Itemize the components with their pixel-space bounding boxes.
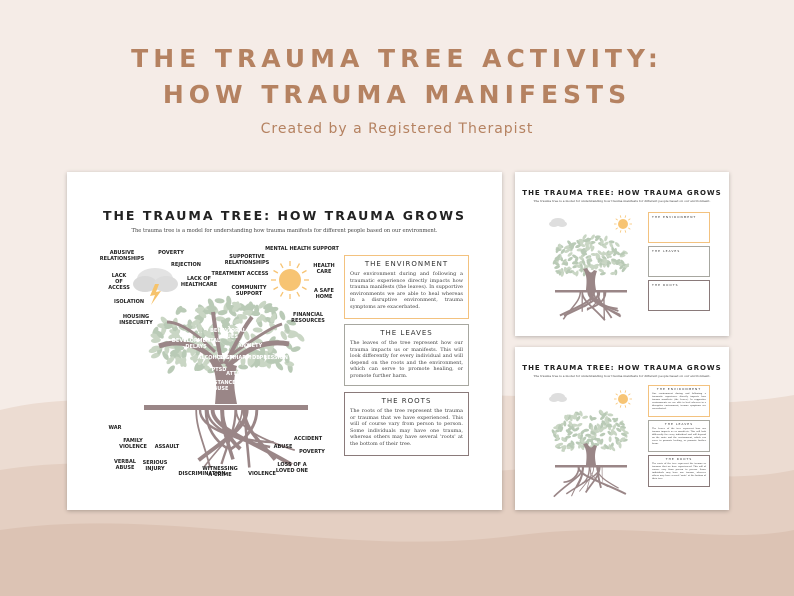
- thumbnail-2-roots-text: The roots of the tree represent the trau…: [652, 462, 706, 480]
- worksheet-subtitle: The trauma tree is a model for understan…: [131, 228, 438, 234]
- thumbnail-1-subtitle: The trauma tree is a model for understan…: [533, 199, 711, 203]
- root-label: POVERTY: [299, 449, 325, 455]
- thumbnail-1-roots-heading: THE ROOTS: [652, 283, 679, 287]
- leaf-label: SELF HARM: [218, 355, 252, 361]
- root-label: ACCIDENT: [293, 436, 323, 442]
- leaf-label: PTSD: [211, 367, 227, 373]
- leaves-section: THE LEAVES The leaves of the tree repres…: [344, 324, 469, 386]
- page-title-line-1: THE TRAUMA TREE ACTIVITY:: [131, 44, 663, 73]
- thumbnail-2-subtitle: The trauma tree is a model for understan…: [533, 374, 711, 378]
- roots-section: THE ROOTS The roots of the tree represen…: [344, 392, 469, 456]
- environment-label: POVERTY: [158, 250, 184, 256]
- environment-heading: THE ENVIRONMENT: [364, 260, 449, 268]
- page-title-line-2: HOW TRAUMA MANIFESTS: [162, 80, 632, 109]
- leaves-heading: THE LEAVES: [380, 329, 433, 337]
- roots-text: The roots of the tree represent the trau…: [350, 408, 463, 447]
- root-label: ABUSE: [273, 444, 293, 450]
- thumbnail-1-environment-heading: THE ENVIRONMENT: [652, 215, 697, 219]
- environment-section: THE ENVIRONMENT Our environment during a…: [344, 255, 469, 319]
- thumbnail-1-leaves-box: THE LEAVES: [648, 246, 710, 277]
- roots-heading: THE ROOTS: [381, 397, 432, 405]
- thumbnail-2-environment-box: THE ENVIRONMENT Our environment during a…: [648, 385, 710, 417]
- tree-icon: [144, 295, 308, 469]
- sun-icon: [271, 261, 309, 299]
- thumbnail-2-leaves-box: THE LEAVES The leaves of the tree repres…: [648, 420, 710, 452]
- thumbnail-2-roots-heading: THE ROOTS: [665, 457, 693, 461]
- worksheet-title: THE TRAUMA TREE: HOW TRAUMA GROWS: [102, 208, 467, 223]
- thumbnail-2-title: THE TRAUMA TREE: HOW TRAUMA GROWS: [522, 364, 722, 372]
- leaves-text: The leaves of the tree represent how our…: [350, 340, 463, 379]
- root-label: VIOLENCE: [248, 471, 276, 477]
- environment-label: REJECTION: [171, 262, 201, 268]
- main-worksheet: THE TRAUMA TREE: HOW TRAUMA GROWS The tr…: [67, 172, 502, 510]
- thumbnail-1-environment-box: THE ENVIRONMENT: [648, 212, 710, 243]
- leaf-label: ANXIETY: [237, 343, 263, 349]
- thumbnail-2-environment-text: Our environment during and following a t…: [652, 392, 706, 410]
- environment-label: ISOLATION: [113, 299, 145, 305]
- environment-text: Our environment during and following a t…: [350, 271, 463, 310]
- thumbnail-1-roots-box: THE ROOTS: [648, 280, 710, 311]
- thumbnail-2-tree-icon: [549, 390, 632, 498]
- root-label: WAR: [108, 425, 122, 431]
- root-label: DISCRIMINATION: [178, 471, 226, 477]
- thumbnail-1-tree-icon: [549, 215, 632, 321]
- thumbnail-1-leaves-heading: THE LEAVES: [652, 249, 681, 253]
- thumbnail-2-roots-box: THE ROOTS The roots of the tree represen…: [648, 455, 710, 487]
- page-subtitle: Created by a Registered Therapist: [260, 121, 534, 137]
- thumbnail-2-leaves-text: The leaves of the tree represent how our…: [652, 427, 706, 445]
- thumbnail-1-title: THE TRAUMA TREE: HOW TRAUMA GROWS: [522, 189, 722, 197]
- leaf-label: ALCOHOLISM: [197, 355, 235, 361]
- leaf-label: FLASHBACKS: [167, 375, 205, 381]
- thumbnail-blank-worksheet: THE TRAUMA TREE: HOW TRAUMA GROWS The tr…: [515, 172, 729, 336]
- thumbnail-filled-worksheet: THE TRAUMA TREE: HOW TRAUMA GROWS The tr…: [515, 347, 729, 510]
- thumbnail-2-environment-heading: THE ENVIRONMENT: [656, 387, 702, 391]
- tree-illustration: [133, 261, 309, 469]
- environment-label: MENTAL HEALTH SUPPORT: [265, 246, 339, 252]
- root-label: ASSAULT: [154, 444, 180, 450]
- cloud-lightning-icon: [133, 268, 178, 305]
- environment-label: TREATMENT ACCESS: [211, 271, 269, 277]
- leaf-label: DEPRESSION: [252, 355, 288, 361]
- thumbnail-2-leaves-heading: THE LEAVES: [664, 422, 694, 426]
